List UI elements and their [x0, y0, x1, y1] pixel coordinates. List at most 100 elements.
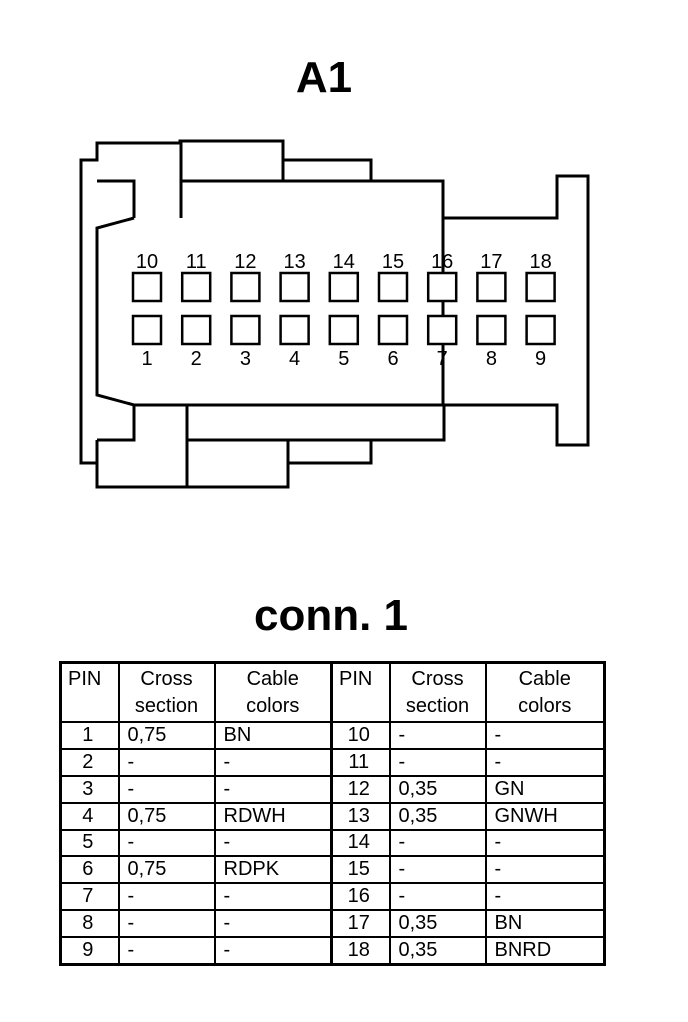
cable-color-cell: BN — [213, 721, 333, 750]
cross-section-cell: - — [117, 747, 216, 777]
pin-label: 8 — [486, 348, 497, 370]
pin-label: 10 — [136, 251, 158, 273]
cable-color-cell: RDWH — [213, 801, 333, 831]
pin-box — [230, 271, 261, 303]
cable-color-cell: - — [213, 828, 333, 858]
cross-section-cell: 0,35 — [388, 909, 487, 938]
pin-number-cell: 10 — [330, 721, 391, 750]
cable-color-cell: GNWH — [484, 801, 606, 831]
pin-number-cell: 15 — [330, 855, 391, 885]
pin-number-cell: 9 — [59, 936, 120, 966]
pin-number-cell: 5 — [59, 828, 120, 858]
header-pin: PIN — [59, 661, 120, 723]
pin-label: 4 — [289, 348, 300, 370]
pin-label: 2 — [191, 348, 202, 370]
cable-color-cell: - — [484, 828, 606, 858]
pin-box — [230, 314, 261, 346]
cross-section-cell: - — [117, 774, 216, 804]
cross-section-cell: 0,75 — [117, 855, 216, 885]
cable-color-cell: - — [484, 747, 606, 777]
pin-box — [131, 271, 163, 303]
pin-label: 17 — [480, 251, 502, 273]
pin-number-cell: 4 — [59, 801, 120, 831]
pin-box — [476, 271, 507, 303]
cross-section-cell: 0,75 — [117, 721, 216, 750]
pin-number-cell: 6 — [59, 855, 120, 885]
cable-color-cell: - — [484, 855, 606, 885]
cross-section-cell: - — [117, 882, 216, 912]
cross-section-cell: 0,35 — [388, 801, 487, 831]
cross-section-cell: 0,75 — [117, 801, 216, 831]
header-pin: PIN — [330, 661, 391, 723]
top-latch — [97, 179, 136, 218]
table-title: conn. 1 — [253, 591, 409, 640]
cable-color-cell: - — [484, 721, 606, 750]
pin-label: 18 — [529, 251, 551, 273]
cross-section-cell: 0,35 — [388, 936, 487, 966]
table-row: 2--11-- — [59, 747, 606, 777]
cable-color-cell: RDPK — [213, 855, 333, 885]
pin-number-cell: 12 — [330, 774, 391, 804]
pin-box — [476, 314, 507, 346]
pin-number-cell: 3 — [59, 774, 120, 804]
cable-color-cell: - — [213, 936, 333, 966]
pin-boxes — [131, 271, 556, 346]
connector-title: A1 — [295, 53, 353, 102]
pin-box — [180, 271, 212, 303]
pin-box — [426, 314, 458, 346]
cross-section-cell: - — [388, 828, 487, 858]
pin-label: 12 — [234, 251, 256, 273]
cable-color-cell: - — [213, 882, 333, 912]
cross-section-cell: - — [388, 721, 487, 750]
pin-number-cell: 7 — [59, 882, 120, 912]
cross-section-cell: - — [117, 936, 216, 966]
table-row: 5--14-- — [59, 828, 606, 858]
bottom-latch — [97, 405, 136, 442]
pin-label: 16 — [431, 251, 453, 273]
cable-color-cell: BNRD — [484, 936, 606, 966]
cable-color-cell: GN — [484, 774, 606, 804]
pin-box — [525, 271, 556, 303]
pin-box — [328, 314, 360, 346]
pin-box — [279, 314, 310, 346]
cross-section-cell: - — [117, 828, 216, 858]
cross-section-cell: - — [388, 747, 487, 777]
pin-label: 15 — [382, 251, 404, 273]
pin-box — [279, 271, 310, 303]
pin-label: 1 — [141, 348, 152, 370]
connector-body-outline — [79, 139, 590, 489]
pin-box — [377, 314, 409, 346]
pin-number-cell: 11 — [330, 747, 391, 777]
cross-section-cell: 0,35 — [388, 774, 487, 804]
cable-color-cell: - — [213, 774, 333, 804]
pin-number-cell: 16 — [330, 882, 391, 912]
pin-box — [525, 314, 556, 346]
pin-label: 3 — [240, 348, 251, 370]
cable-color-cell: - — [484, 882, 606, 912]
pin-box — [180, 314, 212, 346]
pin-label: 13 — [283, 251, 305, 273]
pin-number-cell: 2 — [59, 747, 120, 777]
connector-inner-opening — [95, 216, 445, 407]
pin-box — [328, 271, 360, 303]
cross-section-cell: - — [117, 909, 216, 938]
pin-label: 7 — [437, 348, 448, 370]
pin-number-cell: 14 — [330, 828, 391, 858]
pin-number-cell: 8 — [59, 909, 120, 938]
cable-color-cell: BN — [484, 909, 606, 938]
pin-box — [426, 271, 458, 303]
pin-label: 6 — [387, 348, 398, 370]
cross-section-cell: - — [388, 855, 487, 885]
